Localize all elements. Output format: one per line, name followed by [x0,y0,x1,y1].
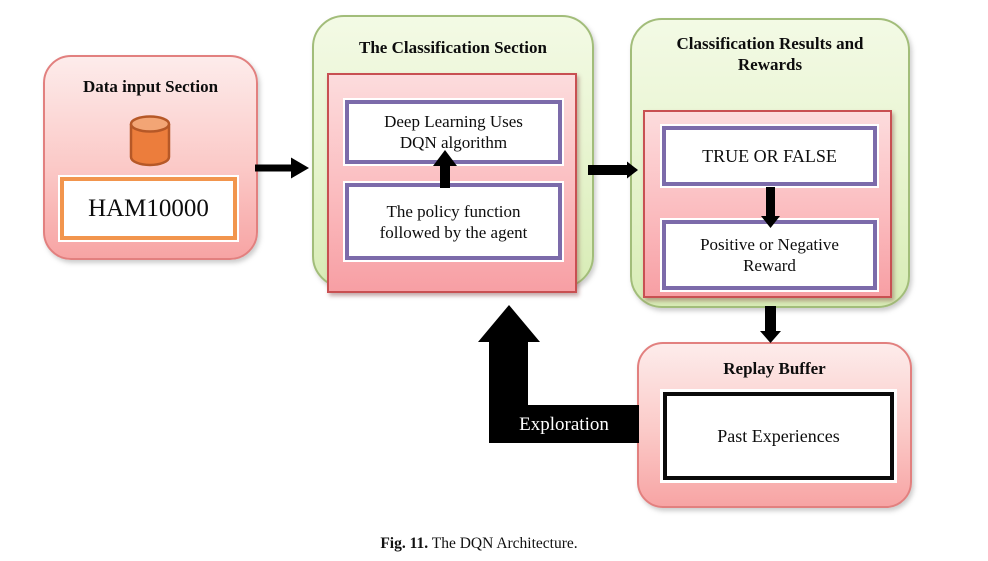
policy-function-box: The policy function followed by the agen… [345,183,562,260]
arrow-results-to-replay [760,306,781,343]
classification-panel: Deep Learning Uses DQN algorithm The pol… [327,73,577,293]
replay-buffer-section: Replay Buffer Past Experiences [637,342,912,508]
true-or-false-box: TRUE OR FALSE [662,126,877,186]
past-experiences-label: Past Experiences [717,425,840,446]
replay-buffer-title: Replay Buffer [723,359,826,378]
past-experiences-box: Past Experiences [663,392,894,480]
data-input-section-title: Data input Section [82,77,219,96]
reward-box: Positive or Negative Reward [662,220,877,290]
classification-section: The Classification Section Deep Learning… [312,15,594,293]
ham10000-dataset-label: HAM10000 [88,194,209,222]
ham10000-dataset-box: HAM10000 [60,177,237,240]
exploration-arrow-label: Exploration [519,413,609,435]
classification-section-title: The Classification Section [359,38,547,57]
figure-caption-label: Fig. 11. [380,535,429,552]
figure-caption-text: The DQN Architecture. [431,535,578,552]
arrow-data-to-classification [255,157,309,179]
dqn-algorithm-label: Deep Learning Uses DQN algorithm [384,112,523,152]
arrow-exploration-feedback [478,305,639,443]
figure-caption: Fig. 11. The DQN Architecture. [0,535,958,553]
true-or-false-label: TRUE OR FALSE [702,145,837,166]
results-section: Classification Results and Rewards TRUE … [630,18,910,308]
policy-function-label: The policy function followed by the agen… [379,201,528,242]
dqn-algorithm-box: Deep Learning Uses DQN algorithm [345,100,562,164]
results-section-title: Classification Results and Rewards [676,34,864,74]
reward-label: Positive or Negative Reward [700,235,839,275]
database-cylinder-icon [129,115,171,167]
results-panel: TRUE OR FALSE Positive or Negative Rewar… [643,110,892,298]
data-input-section: Data input Section HAM10000 [43,55,258,260]
